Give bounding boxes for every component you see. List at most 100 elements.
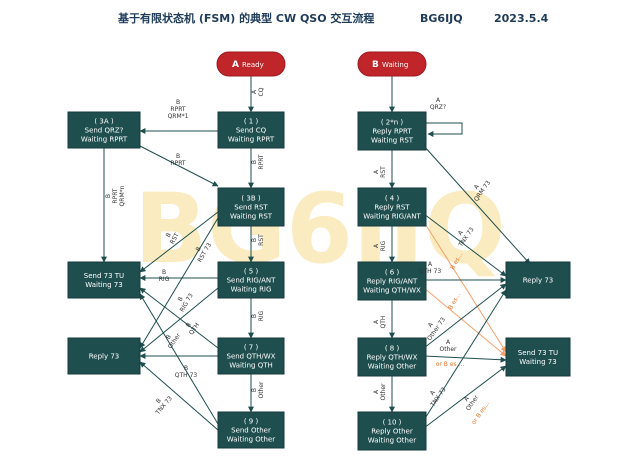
node-n8-box xyxy=(357,337,427,377)
edge-9-to-send73 xyxy=(139,293,219,425)
node-n3b-line: Waiting RST xyxy=(230,213,273,221)
edge-label-b_rprt_mid-line: RPRT xyxy=(170,160,186,167)
node-n8-line: Waiting Other xyxy=(368,363,417,371)
edge-label-a_other-line: A xyxy=(446,339,451,346)
edge-label-b_qth73-line: B xyxy=(184,365,188,372)
orange-label-or_b_es: or B es ... xyxy=(436,361,465,368)
node-reply73r: Reply 73 xyxy=(505,261,571,299)
node-n7-line: Send QTH/WX xyxy=(227,353,276,361)
edge-label-a_other_d-line: A xyxy=(373,389,380,394)
edge-label-b_rprt_top-line: B xyxy=(176,99,180,106)
node-n3a: ( 3A )Send QRZ?Waiting RPRT xyxy=(67,111,141,149)
edge-label-b_rig73-line: B xyxy=(177,296,185,303)
edge-label-b_other_d-line: B xyxy=(251,388,258,392)
node-n4-line: ( 4 ) xyxy=(385,195,400,203)
edge-label-b_qth-line: B xyxy=(185,321,193,328)
edge-7-to-send73 xyxy=(139,287,219,349)
author-callsign: BG6IJQ xyxy=(420,12,463,25)
node-n5-line: Waiting RIG xyxy=(231,286,272,294)
edge-label-a_other-line: Other xyxy=(439,346,457,353)
edge-3b-to-reply73 xyxy=(139,217,219,349)
diagram-date: 2023.5.4 xyxy=(494,12,549,25)
node-n10-line: Waiting Other xyxy=(368,437,417,445)
node-reply73l-box xyxy=(67,337,141,375)
node-send73r-line: Send 73 TU xyxy=(518,349,558,357)
edge-label-a_qth73-line: A xyxy=(428,261,433,268)
edge-label-a_other73-line: A xyxy=(427,321,436,329)
edge-label-b_other_d-line: Other xyxy=(258,381,265,399)
edge-10-to-reply73 xyxy=(423,289,507,421)
node-n7-line: ( 7 ) xyxy=(244,344,259,352)
node-reply73r-line: Reply 73 xyxy=(523,277,554,285)
node-n6-line: Reply RIG/ANT xyxy=(367,278,418,286)
node-n3a-box xyxy=(67,111,141,149)
edge-2-self-loop xyxy=(426,122,463,137)
start-waiting: B Waiting xyxy=(357,51,427,77)
edge-label-a_cq-line: A xyxy=(251,89,258,94)
node-send73-box xyxy=(67,261,141,299)
edge-label-a_rst-line: A xyxy=(373,169,380,174)
node-n6-box xyxy=(357,261,427,301)
edge-label-a_qth-line: A xyxy=(373,319,380,324)
edge-label-a_qrz-line: QRZ? xyxy=(430,104,446,111)
node-n9-line: Send Other xyxy=(231,427,271,435)
edges-right xyxy=(389,76,531,429)
edge-label-b_qth73-line: QTH 73 xyxy=(175,372,198,379)
node-n1-line: Waiting RPRT xyxy=(228,136,275,144)
edge-6-to-send73-orange xyxy=(423,287,507,357)
edge-label-b_rig-line: RIG xyxy=(159,276,170,283)
edge-label-b_rig_d-line: RIG xyxy=(258,310,265,321)
edge-label-a_other_b-line: A xyxy=(463,395,472,403)
node-n2-box xyxy=(357,111,427,151)
edges-left xyxy=(101,76,254,431)
edge-label-a_tnx73_b-line: A xyxy=(429,389,438,397)
edge-label-b_rst_73-line: B xyxy=(195,246,203,253)
edge-label-b_rprt_top-line: RPRT xyxy=(170,106,186,113)
edge-9-to-reply73 xyxy=(139,361,219,431)
node-n1-line: ( 1 ) xyxy=(244,118,259,126)
edge-label-b_rig-line: B xyxy=(162,269,166,276)
edge-label-a_other_d-line: Other xyxy=(380,383,387,401)
node-n5-box xyxy=(217,261,285,299)
start-waiting-label: Waiting xyxy=(382,61,408,69)
node-n10-box xyxy=(357,411,427,451)
edge-4-to-send73-orange xyxy=(423,221,507,353)
orange-label-b_es2: B es... xyxy=(447,291,462,311)
node-n3b-line: ( 3B ) xyxy=(241,195,260,203)
node-n8-line: ( 8 ) xyxy=(385,345,400,353)
node-n5-line: Send RIG/ANT xyxy=(227,277,277,285)
node-n7-line: Waiting QTH xyxy=(229,362,273,370)
node-send73-line: Waiting 73 xyxy=(85,281,122,289)
edge-label-a_cq-line: CQ xyxy=(258,87,265,96)
edge-label-a_tnx73-line: A xyxy=(457,229,466,237)
edge-10-to-send73 xyxy=(423,365,507,429)
edge-label-b_other-line: B xyxy=(165,333,173,340)
node-n9-box xyxy=(217,411,285,449)
edge-label-b_tnx73-line: B xyxy=(155,397,163,405)
node-n3b-line: Send RST xyxy=(234,204,268,212)
node-n4-line: Reply RST xyxy=(374,204,410,212)
node-reply73l-line: Reply 73 xyxy=(89,353,120,361)
edge-label-b_rig_d-line: B xyxy=(251,314,258,318)
edge-label-b_rprt_top-line: QRM*1 xyxy=(168,113,189,120)
node-send73r-box xyxy=(505,337,571,377)
start-ready-letter: A xyxy=(232,60,239,70)
node-n2-line: Waiting RST xyxy=(371,137,414,145)
edge-5-to-reply73 xyxy=(139,287,219,353)
edge-label-b_rst_d-line: RST xyxy=(258,234,265,246)
